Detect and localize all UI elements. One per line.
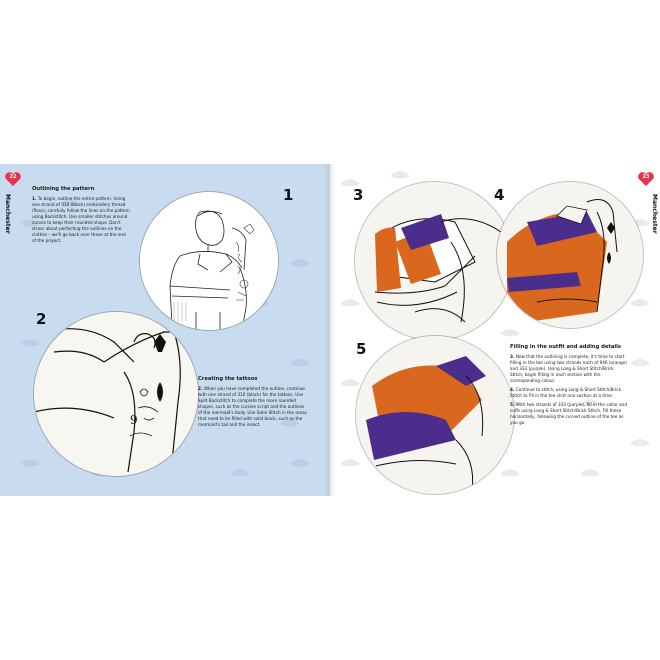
step-number: 5. (510, 402, 515, 407)
step-number: 3. (510, 354, 515, 359)
tattoo-section: Creating the tattoos 2. When you have co… (198, 376, 308, 431)
page-number-heart-right: 23 (637, 170, 655, 188)
section-title: Outlining the pattern (32, 186, 95, 192)
orange-tee-drawing (497, 182, 643, 328)
purple-cuff-drawing (356, 336, 514, 494)
step-number-2: 2 (36, 310, 47, 328)
page-number: 22 (9, 174, 17, 180)
step-3-illustration (355, 182, 513, 340)
step-text: To begin, outline the entire pattern. Us… (32, 196, 130, 243)
step-text: Continue to stitch, using Long & Short S… (510, 387, 622, 398)
step-3-text: 3. Now that the outlining is complete, i… (510, 354, 628, 384)
right-page: 23 Manchester 3 (330, 164, 660, 496)
svg-text:9: 9 (130, 413, 138, 427)
step-number: 4. (510, 387, 515, 392)
book-spread: 22 Manchester Outlining the pattern 1. T… (0, 164, 660, 496)
step-text: When you have completed the outline, con… (198, 386, 307, 427)
side-label: Manchester (4, 194, 11, 234)
section-title: Filling in the outfit and adding details (510, 344, 621, 350)
side-label: Manchester (651, 194, 658, 234)
step-1-illustration (140, 192, 278, 330)
step-number: 1. (32, 196, 37, 201)
book-gutter (324, 164, 336, 496)
section-title: Creating the tattoos (198, 376, 258, 382)
page-number-heart-left: 22 (4, 170, 22, 188)
step-5-text: 5. With two strands of 333 (purple), fil… (510, 402, 628, 426)
outline-section: Outlining the pattern 1. To begin, outli… (32, 186, 130, 247)
step-number-4: 4 (494, 186, 505, 204)
left-page: 22 Manchester Outlining the pattern 1. T… (0, 164, 330, 496)
step-text: Now that the outlining is complete, it's… (510, 354, 627, 383)
heart-icon (5, 172, 21, 186)
step-5-illustration (356, 336, 514, 494)
heart-icon (638, 172, 654, 186)
step-text: With two strands of 333 (purple), fill i… (510, 402, 627, 425)
step-4-text: 4. Continue to stitch, using Long & Shor… (510, 387, 628, 399)
orange-sleeve-drawing (355, 182, 513, 340)
outline-figure-drawing (140, 192, 278, 330)
step-number: 2. (198, 386, 203, 391)
section-body: 2. When you have completed the outline, … (198, 386, 308, 428)
step-4-illustration (497, 182, 643, 328)
page-number: 23 (642, 174, 650, 180)
step-number-3: 3 (353, 186, 364, 204)
step-2-illustration: 9 (34, 312, 198, 476)
step-number-5: 5 (356, 340, 367, 358)
tattoo-closeup-drawing: 9 (34, 312, 198, 476)
step-number-1: 1 (283, 186, 294, 204)
fill-section: Filling in the outfit and adding details… (510, 344, 628, 429)
section-body: 1. To begin, outline the entire pattern.… (32, 196, 130, 244)
